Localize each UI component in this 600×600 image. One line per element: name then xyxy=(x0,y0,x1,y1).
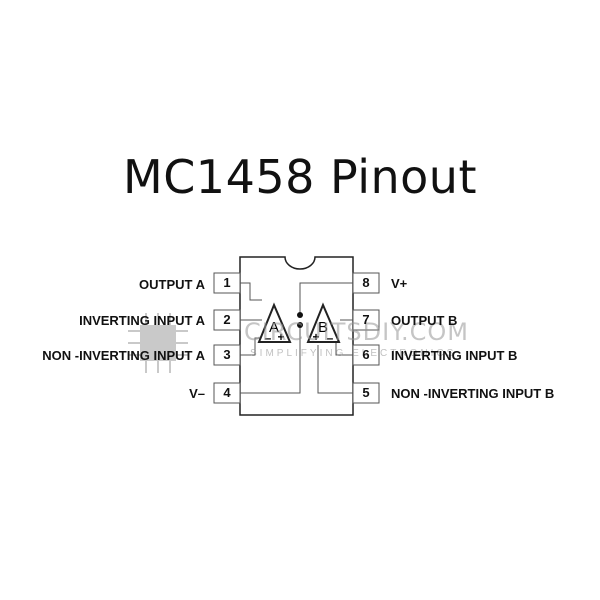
pin-number-4: 4 xyxy=(223,385,231,400)
pin-label-v-minus: V– xyxy=(189,386,205,401)
watermark-text: CIRCUITSDIY.COM xyxy=(244,318,469,346)
page-title: MC1458 Pinout xyxy=(123,150,477,204)
pin-label-output-a: OUTPUT A xyxy=(139,277,205,292)
op-amp-a-plus: + xyxy=(277,330,284,344)
ic-body xyxy=(239,256,354,416)
pin-label-non-inverting-input-b: NON -INVERTING INPUT B xyxy=(391,386,555,401)
pin-label-inverting-input-a: INVERTING INPUT A xyxy=(79,313,205,328)
chip-logo xyxy=(128,313,188,373)
pin-label-inverting-input-b: INVERTING INPUT B xyxy=(391,348,518,363)
op-amp-b-plus: + xyxy=(312,330,319,344)
watermark-subtext: SIMPLIFYING ELECTRONICS xyxy=(250,348,457,359)
pin-label-v-plus: V+ xyxy=(391,276,408,291)
op-amp-b-minus: – xyxy=(327,331,334,345)
op-amp-b: B + – xyxy=(306,302,341,345)
pin-number-6: 6 xyxy=(362,347,370,362)
pin-label-non-inverting-input-a: NON -INVERTING INPUT A xyxy=(42,348,205,363)
junction-dot-bottom xyxy=(297,322,303,328)
pin-label-output-b: OUTPUT B xyxy=(391,313,458,328)
pin-number-2: 2 xyxy=(223,312,231,327)
op-amp-a-minus: – xyxy=(265,331,272,345)
pin-number-8: 8 xyxy=(362,275,370,290)
op-amp-a: A – + xyxy=(257,302,292,345)
pin-number-7: 7 xyxy=(362,312,370,327)
op-amp-b-label: B xyxy=(318,319,328,336)
pin-number-1: 1 xyxy=(223,275,231,290)
op-amp-a-label: A xyxy=(269,319,279,336)
junction-dot-top xyxy=(297,312,303,318)
pin-number-3: 3 xyxy=(223,347,231,362)
pin-number-5: 5 xyxy=(362,385,370,400)
